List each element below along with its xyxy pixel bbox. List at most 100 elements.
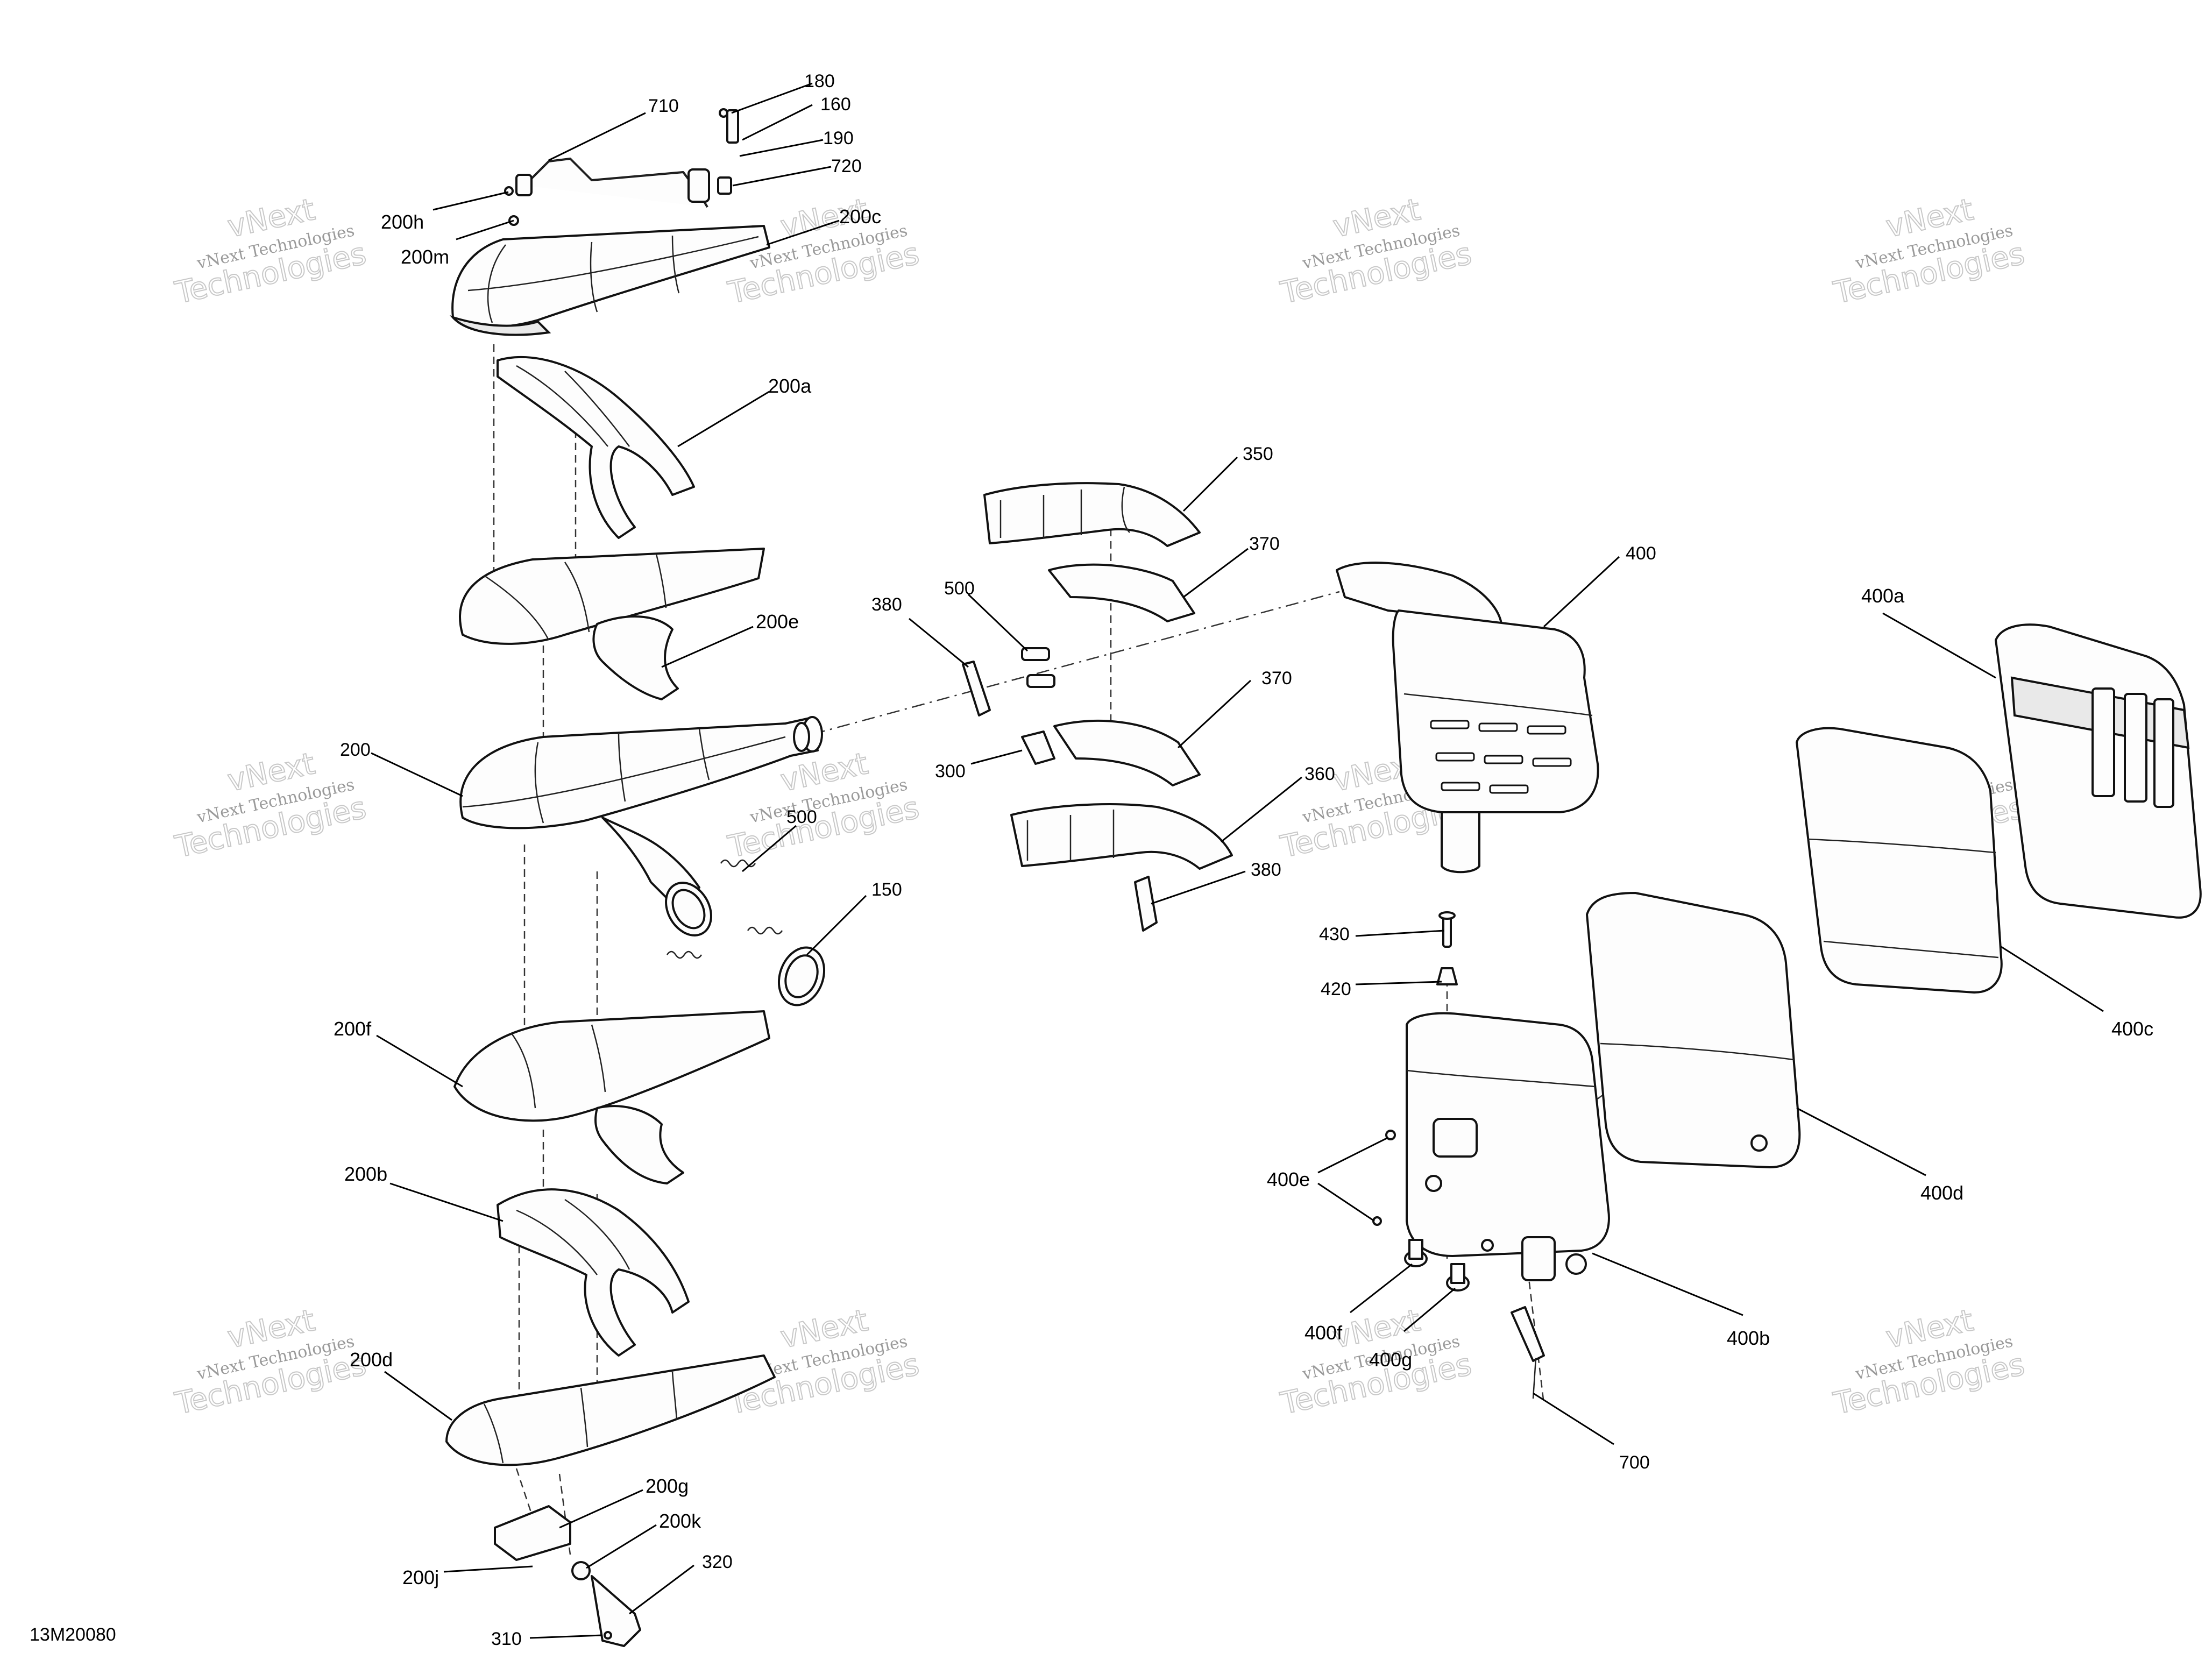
callout-200d: 200d — [350, 1349, 393, 1371]
leader-300 — [970, 749, 1023, 765]
leader-360 — [1221, 776, 1302, 843]
part-400-muffler — [1336, 562, 1599, 874]
leader-400e-b — [1317, 1182, 1375, 1222]
callout-400g: 400g — [1369, 1349, 1412, 1371]
part-370-lower — [1053, 720, 1201, 786]
callout-710: 710 — [648, 96, 679, 116]
callout-190: 190 — [823, 128, 854, 148]
callout-200c: 200c — [839, 205, 881, 228]
part-380-clip-upper — [962, 661, 991, 716]
part-370-upper — [1048, 563, 1195, 622]
callout-180: 180 — [804, 71, 835, 91]
callout-400c: 400c — [2111, 1018, 2153, 1040]
part-380-clip-lower — [1134, 876, 1158, 932]
watermark-9: vNext vNext Technologies Technologies — [172, 1302, 370, 1422]
leader-200 — [371, 752, 463, 797]
part-300-clip — [1021, 730, 1055, 765]
part-430-bolt — [1438, 911, 1456, 948]
leader-400d — [1796, 1107, 1926, 1176]
leader-200a — [677, 391, 770, 448]
callout-200: 200 — [340, 740, 371, 760]
callout-400b: 400b — [1727, 1327, 1770, 1349]
callout-400e: 400e — [1267, 1168, 1310, 1190]
leader-320 — [629, 1564, 694, 1615]
callout-720: 720 — [831, 156, 862, 176]
leader-500b — [742, 825, 797, 872]
leader-400e-a — [1317, 1137, 1388, 1174]
part-400a-cover — [1995, 623, 2202, 919]
leader-150 — [806, 895, 867, 956]
watermark-group: vNext vNext Technologies Technologies vN… — [172, 191, 2028, 1422]
callout-200f: 200f — [334, 1018, 372, 1040]
part-200c-upper-shield — [449, 225, 770, 336]
callout-400a: 400a — [1861, 585, 1905, 607]
callout-380b: 380 — [1251, 860, 1281, 880]
leader-400a — [1882, 612, 1996, 679]
callout-160: 160 — [820, 94, 851, 115]
callout-500b: 500 — [786, 807, 817, 827]
watermark-5: vNext vNext Technologies Technologies — [172, 746, 370, 865]
part-360-outlet-pipe-lower — [1010, 803, 1233, 870]
leader-370a — [1183, 548, 1249, 598]
leader-200k — [586, 1524, 657, 1569]
leader-190 — [739, 139, 824, 157]
leader-200g — [559, 1489, 643, 1529]
leader-160 — [742, 104, 813, 141]
callout-400f: 400f — [1304, 1322, 1343, 1344]
callout-150: 150 — [871, 879, 902, 900]
callout-labels: 710 180 160 190 720 200h 200m 200c 200a … — [334, 71, 2153, 1649]
leader-500a — [967, 593, 1029, 652]
callout-360: 360 — [1304, 764, 1335, 784]
leader-400g — [1403, 1287, 1456, 1332]
leader-200f — [376, 1034, 463, 1088]
part-400c-cover — [1796, 727, 2003, 994]
part-200f-lower-shield — [453, 1010, 770, 1184]
leader-420 — [1355, 981, 1442, 985]
leader-180 — [731, 82, 813, 114]
callout-200e: 200e — [756, 611, 799, 633]
callout-380a: 380 — [871, 594, 902, 615]
part-200a-inner-shield — [497, 356, 695, 539]
callout-350: 350 — [1243, 444, 1273, 464]
callout-300: 300 — [935, 761, 966, 782]
leader-430 — [1355, 930, 1445, 937]
leader-200e — [661, 626, 754, 668]
leader-200b — [389, 1182, 504, 1222]
leader-380a — [909, 618, 969, 668]
leader-400f — [1350, 1263, 1413, 1314]
callout-200a: 200a — [768, 375, 812, 397]
callout-200k: 200k — [659, 1510, 701, 1532]
part-710-cable-assembly — [504, 108, 739, 226]
part-400d-cover — [1586, 892, 1801, 1168]
leader-350 — [1182, 456, 1238, 512]
leader-720 — [732, 166, 832, 187]
callout-500a: 500 — [944, 578, 975, 599]
callout-370a: 370 — [1249, 534, 1280, 554]
part-200e-mid-shield — [459, 548, 765, 700]
leader-370b — [1177, 679, 1252, 749]
callout-400: 400 — [1626, 543, 1656, 564]
part-500-springs-right — [1021, 647, 1055, 688]
leader-400 — [1543, 556, 1620, 628]
leader-400c — [2001, 946, 2104, 1012]
leader-200d — [384, 1371, 452, 1421]
part-150-clamp — [777, 946, 826, 1006]
part-200d-bottom-shield — [445, 1354, 776, 1466]
part-200b-inner-shield — [497, 1188, 690, 1357]
callout-420: 420 — [1321, 979, 1351, 999]
part-700-sensor — [1511, 1306, 1545, 1399]
leader-200h — [433, 191, 509, 211]
leader-200j — [443, 1565, 533, 1573]
watermark-3: vNext vNext Technologies Technologies — [1277, 191, 1475, 311]
callout-200b: 200b — [344, 1163, 387, 1185]
callout-700: 700 — [1619, 1452, 1650, 1473]
leader-200m — [456, 219, 514, 240]
callout-310: 310 — [491, 1629, 522, 1649]
callout-370b: 370 — [1261, 668, 1292, 689]
part-350-outlet-pipe-upper — [983, 482, 1201, 547]
watermark-4: vNext vNext Technologies Technologies — [1830, 191, 2028, 311]
callout-200m: 200m — [401, 246, 449, 268]
leader-200c — [766, 219, 840, 246]
part-400f-foot — [1404, 1239, 1428, 1267]
part-200-main-pipe — [459, 716, 823, 937]
